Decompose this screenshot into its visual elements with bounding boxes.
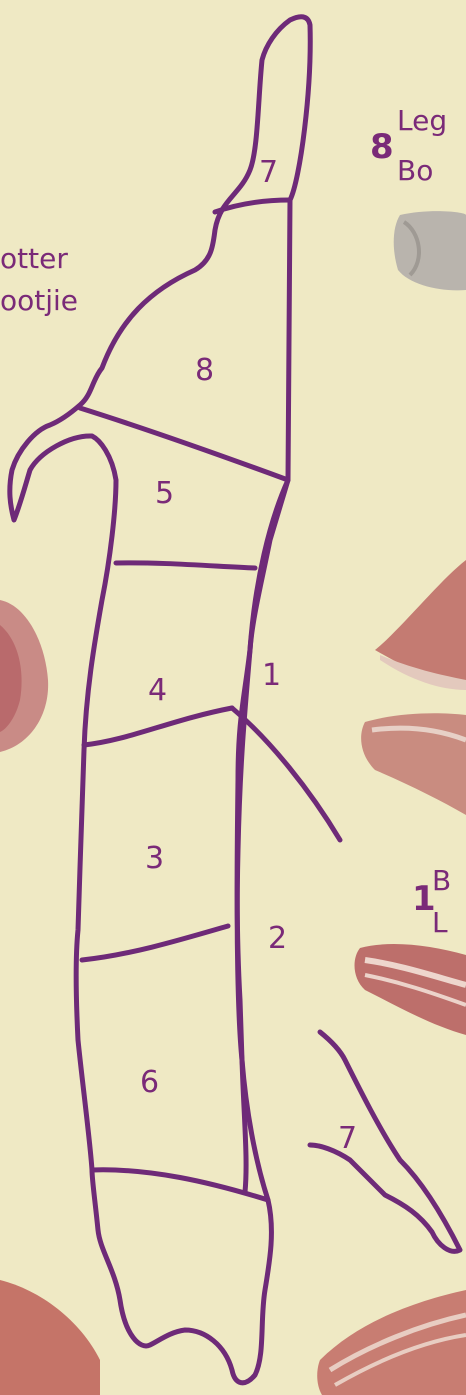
- region-label-5: 5: [155, 476, 174, 511]
- cut-line-3-6: [82, 926, 228, 960]
- pork-ribs-photo: [317, 1290, 466, 1395]
- region-label-7-top: 7: [259, 155, 278, 190]
- left-caption-line1: otter: [0, 242, 68, 275]
- leg-caption-line1: Leg: [397, 104, 447, 137]
- region-label-4: 4: [148, 673, 167, 708]
- pork-belly-photo: [355, 944, 466, 1035]
- pork-slice-photo-right-2: [361, 713, 466, 815]
- region-label-7-hind: 7: [338, 1121, 357, 1156]
- cut-line-4-3: [84, 708, 232, 745]
- carcass-outline: [10, 17, 460, 1383]
- region-label-8: 8: [195, 353, 214, 388]
- cut-line-1-right: [232, 708, 340, 840]
- left-caption-line2: ootjie: [0, 284, 78, 317]
- pork-slice-photo-left-bottom: [0, 1280, 100, 1395]
- leg-bone-photo: [394, 211, 466, 290]
- cut-line-5-4: [116, 563, 255, 568]
- region-label-6: 6: [140, 1065, 159, 1100]
- region-label-3: 3: [145, 841, 164, 876]
- region-label-1: 1: [262, 658, 281, 693]
- captions: 8 Leg Bo 1 B L otter ootjie: [0, 104, 451, 939]
- pork-slice-photo-right-1: [375, 560, 466, 690]
- leg-caption-number: 8: [370, 127, 394, 167]
- pork-slice-photo-left-top: [0, 600, 48, 752]
- leg-caption-line2: Bo: [397, 154, 433, 187]
- region-label-2: 2: [268, 921, 287, 956]
- cut-line-hindleg: [310, 1032, 460, 1251]
- belly-caption-line2: L: [432, 906, 448, 939]
- belly-caption-line1: B: [432, 864, 451, 897]
- cut-line-6-bottom: [92, 1170, 268, 1200]
